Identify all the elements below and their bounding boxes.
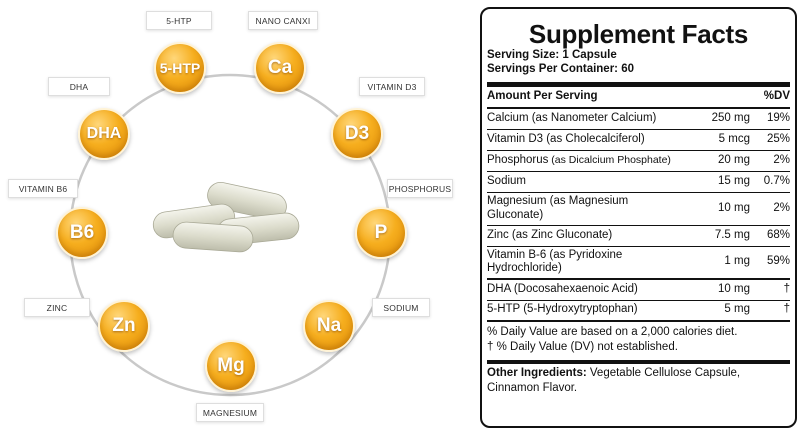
other-ingredients: Other Ingredients: Vegetable Cellulose C…: [487, 359, 790, 396]
ingredient-name-main: Phosphorus: [487, 153, 549, 166]
label-nano-canxi: NANO CANXI: [248, 11, 318, 30]
orb-phosphorus: P: [355, 207, 407, 259]
ingredient-amount: 10 mg: [718, 201, 750, 214]
orb-zinc: Zn: [98, 300, 150, 352]
facts-row-dha: DHA (Docosahexaenoic Acid) 10 mg †: [487, 280, 790, 301]
ingredient-amount: 250 mg: [711, 111, 750, 124]
ingredient-name: Phosphorus (as Dicalcium Phosphate): [487, 154, 680, 168]
orb-vitamin-b6: B6: [56, 207, 108, 259]
label-magnesium: MAGNESIUM: [196, 403, 264, 422]
label-dha: DHA: [48, 77, 110, 96]
ingredient-dv: 2%: [773, 153, 790, 166]
orb-magnesium: Mg: [205, 340, 257, 392]
ingredient-dv: 59%: [766, 255, 790, 268]
label-vitamin-b6: VITAMIN B6: [8, 179, 78, 198]
ingredient-dv: 19%: [766, 111, 790, 124]
facts-row-phosphorus: Phosphorus (as Dicalcium Phosphate) 20 m…: [487, 151, 790, 172]
ingredient-dv: 68%: [766, 228, 790, 241]
label-5-htp: 5-HTP: [146, 11, 212, 30]
footnote-daily-value: % Daily Value are based on a 2,000 calor…: [487, 325, 738, 338]
supplement-facts-panel: Supplement Facts Serving Size: 1 Capsule…: [480, 7, 797, 428]
ingredient-name: Magnesium (as Magnesium Gluconate): [487, 195, 629, 221]
footnotes: % Daily Value are based on a 2,000 calor…: [487, 322, 790, 355]
facts-header-row: Amount Per Serving %DV: [487, 87, 790, 109]
amount-per-serving-header: Amount Per Serving: [487, 90, 598, 102]
ingredient-dv: 25%: [766, 132, 790, 145]
ingredient-name: DHA (Docosahexaenoic Acid): [487, 282, 638, 295]
facts-row-vitamin-d3: Vitamin D3 (as Cholecalciferol) 5 mcg 25…: [487, 130, 790, 151]
ingredient-amount: 5 mg: [724, 303, 750, 316]
ingredient-amount: 15 mg: [718, 174, 750, 187]
nutrient-ring-graphic: 5-HTP Ca D3 P Na Mg Zn B6 DHA 5-HTP NANO…: [8, 11, 453, 422]
ingredient-dv: †: [783, 303, 790, 316]
ingredient-amount: 5 mcg: [718, 132, 750, 145]
ingredient-name: Vitamin B-6 (as Pyridoxine Hydrochloride…: [487, 248, 623, 275]
facts-row-magnesium: Magnesium (as Magnesium Gluconate) 10 mg…: [487, 193, 790, 226]
dv-header: %DV: [763, 90, 790, 102]
serving-size: Serving Size: 1 Capsule: [487, 49, 617, 61]
footnote-not-established: † % Daily Value (DV) not established.: [487, 340, 678, 353]
facts-row-calcium: Calcium (as Nanometer Calcium) 250 mg 19…: [487, 109, 790, 130]
panel-title: Supplement Facts: [528, 19, 749, 49]
ingredient-name: Vitamin D3 (as Cholecalciferol): [487, 132, 645, 145]
ingredient-amount: 1 mg: [724, 255, 750, 268]
orb-sodium: Na: [303, 300, 355, 352]
ingredient-dv: †: [783, 282, 790, 295]
thick-divider: [487, 82, 790, 87]
ingredient-amount: 10 mg: [718, 282, 750, 295]
ingredient-dv: 2%: [773, 201, 790, 214]
facts-row-5-htp: 5-HTP (5-Hydroxytryptophan) 5 mg †: [487, 301, 790, 322]
other-ingredients-label: Other Ingredients:: [487, 366, 587, 379]
orb-vitamin-d3: D3: [331, 108, 383, 160]
ingredient-name-sub: (as Dicalcium Phosphate): [548, 153, 671, 166]
capsules-image: [152, 181, 300, 253]
orb-calcium: Ca: [254, 42, 306, 94]
label-zinc: ZINC: [24, 298, 90, 317]
ingredient-name: Calcium (as Nanometer Calcium): [487, 111, 657, 124]
ingredient-name: Sodium: [487, 174, 526, 187]
other-ingredients-text: Vegetable Cellulose Capsule, Cinnamon Fl…: [487, 366, 741, 394]
label-vitamin-d3: VITAMIN D3: [359, 77, 425, 96]
facts-row-zinc: Zinc (as Zinc Gluconate) 7.5 mg 68%: [487, 226, 790, 247]
ingredient-name: 5-HTP (5-Hydroxytryptophan): [487, 303, 638, 316]
label-sodium: SODIUM: [372, 298, 430, 317]
facts-row-sodium: Sodium 15 mg 0.7%: [487, 172, 790, 193]
capsule-shape: [152, 181, 300, 253]
servings-per-container: Servings Per Container: 60: [487, 63, 634, 75]
ingredient-amount: 7.5 mg: [714, 228, 750, 241]
ingredient-amount: 20 mg: [718, 153, 750, 166]
orb-5-htp: 5-HTP: [154, 42, 206, 94]
label-phosphorus: PHOSPHORUS: [387, 179, 453, 198]
orb-dha: DHA: [78, 108, 130, 160]
ingredient-dv: 0.7%: [763, 174, 790, 187]
facts-row-vitamin-b6: Vitamin B-6 (as Pyridoxine Hydrochloride…: [487, 247, 790, 280]
ingredient-name: Zinc (as Zinc Gluconate): [487, 228, 613, 241]
